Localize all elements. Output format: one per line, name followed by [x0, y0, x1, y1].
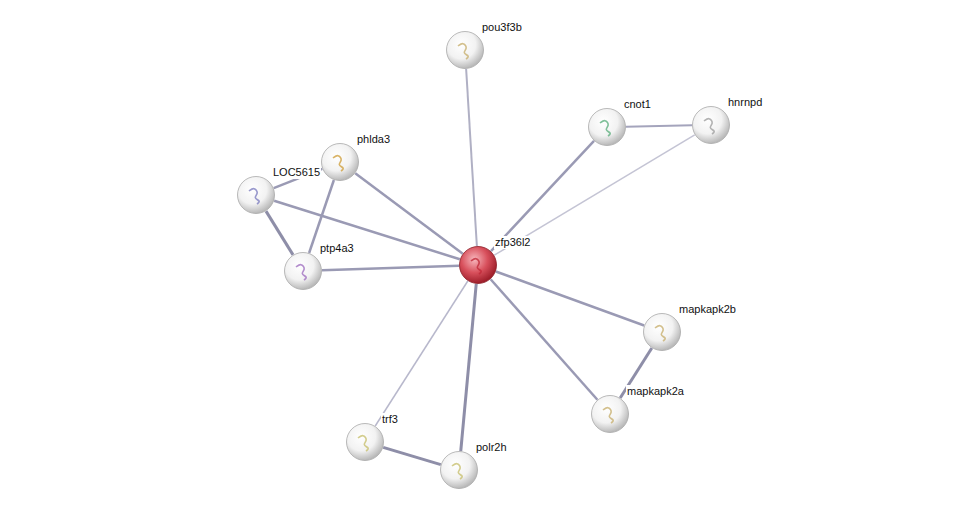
sphere-outline — [238, 177, 275, 214]
node-sphere — [643, 313, 681, 351]
structure-icon — [458, 44, 468, 59]
interaction-edge — [496, 272, 644, 326]
node-label: LOC5615 — [272, 166, 321, 179]
node-label: ptp4a3 — [319, 242, 355, 255]
node-sphere — [284, 252, 322, 290]
protein-node: ptp4a3 — [284, 252, 322, 290]
sphere-outline — [693, 107, 730, 144]
structure-icon — [333, 156, 343, 171]
sphere-outline — [322, 144, 359, 181]
interaction-edge — [266, 211, 293, 255]
node-sphere — [321, 143, 359, 181]
protein-node: LOC5615 — [237, 176, 275, 214]
node-sphere — [591, 395, 629, 433]
interaction-edge — [322, 266, 459, 271]
interaction-edge — [626, 125, 692, 126]
node-label: mapkapk2a — [626, 385, 685, 398]
sphere-outline — [285, 253, 322, 290]
protein-node: phlda3 — [321, 143, 359, 181]
interaction-edge — [466, 69, 477, 246]
protein-node: hnrnpd — [692, 106, 730, 144]
interaction-edge — [355, 173, 463, 253]
structure-icon — [600, 121, 610, 136]
interaction-edge — [274, 201, 460, 260]
node-sphere — [692, 106, 730, 144]
structure-icon — [452, 464, 462, 479]
interaction-edge — [491, 141, 594, 251]
interaction-edge — [491, 279, 598, 400]
structure-icon — [358, 436, 368, 451]
structure-icon — [704, 119, 714, 134]
node-sphere — [237, 176, 275, 214]
structure-icon — [655, 326, 665, 341]
node-sphere — [446, 31, 484, 69]
sphere-outline — [441, 452, 478, 489]
sphere-outline — [460, 247, 497, 284]
node-sphere — [459, 246, 497, 284]
node-label: mapkapk2b — [678, 303, 737, 316]
sphere-outline — [589, 109, 626, 146]
interaction-edge — [461, 284, 476, 451]
interaction-edge — [383, 447, 441, 464]
protein-node: polr2h — [440, 451, 478, 489]
node-sphere — [440, 451, 478, 489]
node-label: trf3 — [381, 413, 399, 426]
node-label: phlda3 — [356, 133, 391, 146]
protein-node: mapkapk2a — [591, 395, 629, 433]
structure-icon — [296, 265, 306, 280]
sphere-outline — [447, 32, 484, 69]
node-label: cnot1 — [623, 98, 652, 111]
sphere-outline — [644, 314, 681, 351]
protein-node: mapkapk2b — [643, 313, 681, 351]
structure-icon — [249, 189, 259, 204]
node-sphere — [588, 108, 626, 146]
protein-node: trf3 — [346, 423, 384, 461]
node-label: pou3f3b — [481, 21, 523, 34]
node-label: zfp36l2 — [494, 236, 531, 249]
sphere-outline — [592, 396, 629, 433]
interaction-edge — [375, 281, 468, 426]
protein-node: zfp36l2 — [459, 246, 497, 284]
protein-node: cnot1 — [588, 108, 626, 146]
node-label: hnrnpd — [727, 96, 763, 109]
node-sphere — [346, 423, 384, 461]
structure-icon — [471, 259, 481, 274]
sphere-outline — [347, 424, 384, 461]
node-label: polr2h — [475, 441, 508, 454]
structure-icon — [603, 408, 613, 423]
protein-node: pou3f3b — [446, 31, 484, 69]
interaction-edge — [494, 135, 694, 255]
